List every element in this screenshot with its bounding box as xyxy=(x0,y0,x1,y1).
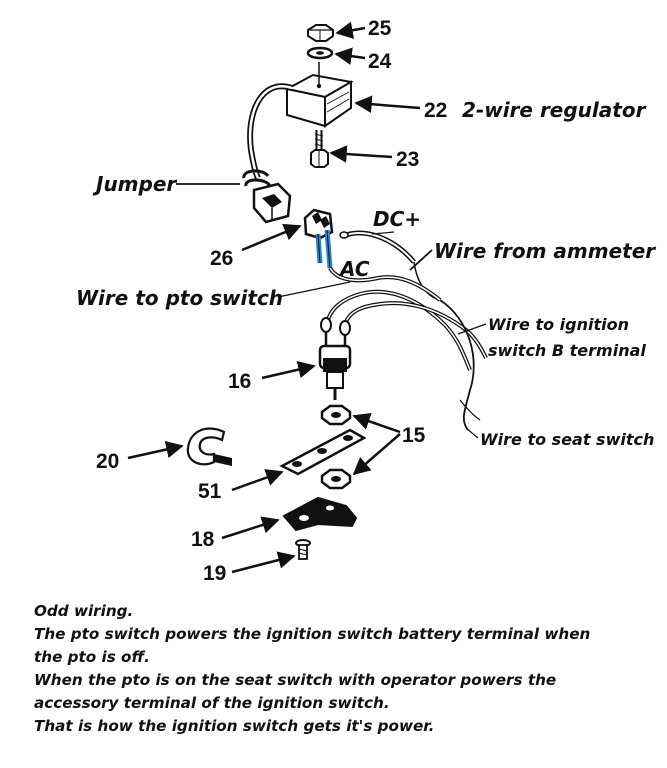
label-wire-to-ignition-line2: switch B terminal xyxy=(488,341,646,360)
label-wire-to-pto: Wire to pto switch xyxy=(76,286,283,310)
label-num-15: 15 xyxy=(402,424,426,447)
leader-24 xyxy=(334,47,366,65)
leader-25 xyxy=(335,21,366,39)
washer-part-24 xyxy=(306,46,334,60)
parts-diagram: 25 24 22 23 26 16 15 20 51 18 19 2-wire … xyxy=(76,17,656,585)
note-line: the pto is off. xyxy=(34,648,150,666)
label-num-22: 22 xyxy=(424,99,447,122)
wire-from-ammeter xyxy=(328,261,442,302)
jumper-connector xyxy=(242,169,292,224)
label-dc-plus: DC+ xyxy=(373,207,421,231)
label-num-24: 24 xyxy=(368,50,392,73)
jumper-wire xyxy=(247,83,293,180)
label-num-16: 16 xyxy=(228,370,251,393)
label-jumper: Jumper xyxy=(92,172,177,196)
leader-dc-plus xyxy=(371,231,395,235)
ac-wire-highlight xyxy=(315,229,333,269)
note-line: That is how the ignition switch gets it'… xyxy=(34,717,435,735)
leader-15-lower xyxy=(352,433,401,476)
nut-part-15-lower xyxy=(320,468,352,490)
leader-51 xyxy=(231,469,284,492)
leader-22 xyxy=(354,95,421,113)
leader-wire-to-pto xyxy=(277,281,351,298)
leader-wire-to-ignition xyxy=(457,323,487,335)
bolt-part-23 xyxy=(310,130,329,168)
leader-23 xyxy=(329,145,393,163)
label-regulator: 2-wire regulator xyxy=(462,98,647,122)
note-line: Odd wiring. xyxy=(34,602,134,620)
label-wire-to-seat: Wire to seat switch xyxy=(480,430,654,449)
label-num-19: 19 xyxy=(203,562,226,585)
leader-19 xyxy=(231,551,296,574)
bracket-part-51 xyxy=(279,428,367,476)
leader-26 xyxy=(241,223,302,252)
regulator-part-22 xyxy=(284,62,354,128)
wires-to-pto-switch xyxy=(320,289,488,431)
note-line: When the pto is on the seat switch with … xyxy=(34,671,557,689)
nut-part-15-upper xyxy=(320,404,352,426)
label-wire-from-ammeter: Wire from ammeter xyxy=(434,239,656,263)
note-line: accessory terminal of the ignition switc… xyxy=(34,694,390,712)
note-line: The pto switch powers the ignition switc… xyxy=(34,625,591,643)
leader-wire-from-ammeter xyxy=(409,249,433,271)
leader-15-upper xyxy=(352,412,401,434)
label-num-26: 26 xyxy=(210,247,233,270)
leader-18 xyxy=(221,516,280,540)
label-ac: AC xyxy=(338,257,370,281)
nut-part-25 xyxy=(307,24,334,42)
screw-part-19 xyxy=(295,539,311,560)
plate-part-18 xyxy=(282,496,358,532)
label-wire-to-ignition-line1: Wire to ignition xyxy=(488,315,629,334)
pto-switch-part-16 xyxy=(318,332,352,400)
dc-plus-wire xyxy=(339,230,416,264)
clip-part-20 xyxy=(186,427,232,466)
label-num-20: 20 xyxy=(96,450,119,473)
label-num-25: 25 xyxy=(368,17,392,40)
leader-20 xyxy=(127,440,184,460)
wiring-notes: Odd wiring. The pto switch powers the ig… xyxy=(34,600,654,738)
label-num-51: 51 xyxy=(198,480,222,503)
leader-wire-to-seat xyxy=(465,427,479,439)
leader-16 xyxy=(261,361,316,380)
label-num-18: 18 xyxy=(191,528,215,551)
label-num-23: 23 xyxy=(396,148,419,171)
